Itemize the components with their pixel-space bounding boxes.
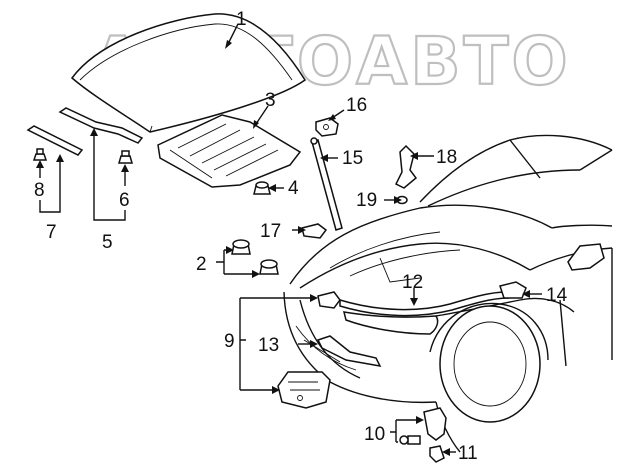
hood-part bbox=[70, 13, 307, 133]
cushion-part-2b bbox=[259, 259, 279, 275]
callout-7: 7 bbox=[46, 222, 57, 243]
callout-16: 16 bbox=[346, 95, 367, 116]
callout-13: 13 bbox=[258, 335, 279, 356]
callout-labels: 1 2 3 4 5 6 7 8 9 10 11 12 13 14 15 16 1… bbox=[34, 9, 568, 464]
bracket-part-10 bbox=[399, 407, 447, 445]
latch-part-9a bbox=[317, 291, 341, 309]
clip-part-6 bbox=[118, 150, 133, 164]
handle-part-13 bbox=[316, 335, 382, 367]
car-body bbox=[283, 134, 613, 453]
bolt-part-11 bbox=[429, 445, 445, 463]
latch-assembly-part-9b bbox=[277, 371, 331, 409]
callout-5: 5 bbox=[102, 232, 113, 253]
callout-4: 4 bbox=[288, 178, 299, 199]
callout-2: 2 bbox=[196, 254, 207, 275]
callout-6: 6 bbox=[119, 190, 130, 211]
callout-10: 10 bbox=[364, 424, 385, 445]
leader-lines bbox=[36, 23, 542, 456]
bracket-part-16 bbox=[315, 117, 339, 137]
callout-11: 11 bbox=[458, 443, 478, 464]
callout-18: 18 bbox=[436, 147, 457, 168]
side-seal-part bbox=[26, 125, 84, 156]
callout-9: 9 bbox=[224, 331, 235, 352]
release-lever-part-18 bbox=[394, 144, 418, 189]
callout-14: 14 bbox=[546, 285, 568, 306]
callout-3: 3 bbox=[265, 90, 276, 111]
clip-part-8 bbox=[32, 148, 48, 161]
cushion-part-2a bbox=[231, 239, 251, 255]
callout-15: 15 bbox=[342, 148, 363, 169]
callout-1: 1 bbox=[236, 9, 247, 30]
callout-8: 8 bbox=[34, 180, 45, 201]
hood-insulator-part bbox=[157, 114, 302, 188]
seal-strip-part bbox=[58, 107, 144, 144]
callout-19: 19 bbox=[356, 190, 377, 211]
callout-12: 12 bbox=[402, 272, 423, 293]
callout-17: 17 bbox=[260, 221, 281, 242]
lock-part-14 bbox=[499, 281, 527, 299]
holder-part-17 bbox=[301, 223, 328, 239]
bumper-part-4 bbox=[253, 181, 271, 195]
support-rod-part-15 bbox=[310, 137, 343, 231]
